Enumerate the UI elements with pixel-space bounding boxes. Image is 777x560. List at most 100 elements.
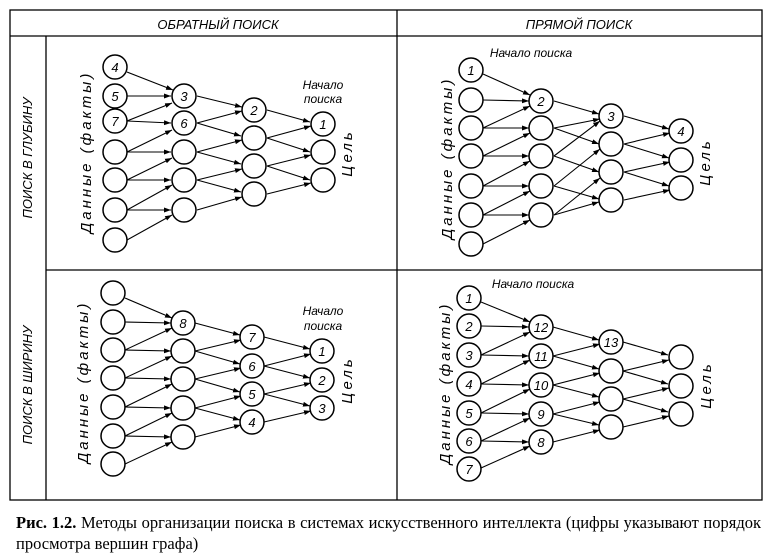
graph-node xyxy=(598,159,624,185)
graph-edges xyxy=(480,301,670,469)
node-number: 7 xyxy=(111,114,119,129)
search-start-label-line1: Начало xyxy=(303,304,344,318)
node-number: 12 xyxy=(534,320,549,335)
graph-node xyxy=(598,386,624,412)
node-number: 3 xyxy=(465,348,473,363)
graph-node xyxy=(458,231,484,257)
graph-node xyxy=(528,88,554,114)
graph-node xyxy=(598,131,624,157)
graph-node xyxy=(668,401,694,427)
graph-node xyxy=(100,365,126,391)
goal-label: Цель xyxy=(697,138,714,185)
graph-node xyxy=(102,197,128,223)
node-number: 5 xyxy=(465,406,473,421)
graph-node xyxy=(668,344,694,370)
graph-node xyxy=(309,367,335,393)
node-number: 2 xyxy=(249,103,258,118)
header-depth-first: ПОИСК В ГЛУБИНУ xyxy=(20,96,35,219)
panel-backward-depth: Данные (факты) Цель Начало поиска xyxy=(78,54,356,253)
node-number: 1 xyxy=(467,63,474,78)
graph-node xyxy=(102,54,128,80)
graph-node xyxy=(456,342,482,368)
node-number: 2 xyxy=(317,373,326,388)
graph-node xyxy=(528,429,554,455)
node-number: 1 xyxy=(465,291,472,306)
goal-label: Цель xyxy=(698,361,715,408)
graph-node xyxy=(456,313,482,339)
node-number: 4 xyxy=(248,415,255,430)
graph-node xyxy=(171,83,197,109)
graph-nodes xyxy=(100,280,335,477)
node-number: 6 xyxy=(248,359,256,374)
panel-backward-breadth: Данные (факты) Цель Начало поиска xyxy=(75,280,356,477)
graph-node xyxy=(528,401,554,427)
node-number: 4 xyxy=(111,60,118,75)
node-number: 7 xyxy=(465,462,473,477)
node-number: 1 xyxy=(318,344,325,359)
node-number: 6 xyxy=(180,116,188,131)
graph-node xyxy=(100,337,126,363)
graph-node xyxy=(598,414,624,440)
graph-node xyxy=(310,111,336,137)
node-number: 8 xyxy=(179,316,187,331)
graph-node xyxy=(668,118,694,144)
graph-node xyxy=(310,139,336,165)
graph-node xyxy=(456,400,482,426)
graph-node xyxy=(598,103,624,129)
caption-text: Методы организации поиска в системах иск… xyxy=(16,513,761,553)
graph-node xyxy=(100,394,126,420)
caption-label: Рис. 1.2. xyxy=(16,513,77,532)
graph-node xyxy=(171,167,197,193)
node-number: 2 xyxy=(464,319,473,334)
data-facts-label: Данные (факты) xyxy=(78,71,95,236)
graph-node xyxy=(456,428,482,454)
goal-label: Цель xyxy=(339,356,356,403)
graph-node xyxy=(458,173,484,199)
figure-caption: Рис. 1.2. Методы организации поиска в си… xyxy=(16,512,761,554)
graph-node xyxy=(528,143,554,169)
graph-node xyxy=(309,395,335,421)
panel-forward-breadth: Данные (факты) Цель Начало поиска xyxy=(437,277,715,482)
graph-node xyxy=(239,409,265,435)
node-numbers: 1 2 3 4 5 6 7 12 11 10 9 8 13 xyxy=(464,291,619,477)
node-number: 5 xyxy=(111,89,119,104)
node-number: 1 xyxy=(319,117,326,132)
data-facts-label: Данные (факты) xyxy=(437,302,454,467)
graph-node xyxy=(171,197,197,223)
node-number: 2 xyxy=(536,94,545,109)
graph-node xyxy=(241,181,267,207)
header-forward-search: ПРЯМОЙ ПОИСК xyxy=(526,16,634,32)
node-number: 11 xyxy=(534,349,548,364)
graph-node xyxy=(241,153,267,179)
graph-node xyxy=(528,202,554,228)
graph-node xyxy=(171,139,197,165)
graph-node xyxy=(170,366,196,392)
graph-node xyxy=(598,187,624,213)
graph-node xyxy=(528,314,554,340)
node-number: 4 xyxy=(465,377,472,392)
search-start-label: Начало поиска xyxy=(492,277,575,291)
graph-node xyxy=(458,115,484,141)
graph-node xyxy=(458,143,484,169)
graph-node xyxy=(528,173,554,199)
graph-node xyxy=(239,324,265,350)
graph-node xyxy=(100,423,126,449)
graph-node xyxy=(528,372,554,398)
graph-node xyxy=(171,110,197,136)
node-number: 3 xyxy=(318,401,326,416)
graph-node xyxy=(458,202,484,228)
graph-node xyxy=(170,338,196,364)
graph-node xyxy=(100,280,126,306)
graph-node xyxy=(170,424,196,450)
graph-node xyxy=(528,115,554,141)
graph-nodes xyxy=(458,57,694,257)
graph-node xyxy=(102,139,128,165)
graph-node xyxy=(456,285,482,311)
goal-label: Цель xyxy=(339,129,356,176)
graph-node xyxy=(100,451,126,477)
node-number: 3 xyxy=(607,109,615,124)
graph-node xyxy=(598,358,624,384)
graph-node xyxy=(239,353,265,379)
graph-node xyxy=(170,310,196,336)
